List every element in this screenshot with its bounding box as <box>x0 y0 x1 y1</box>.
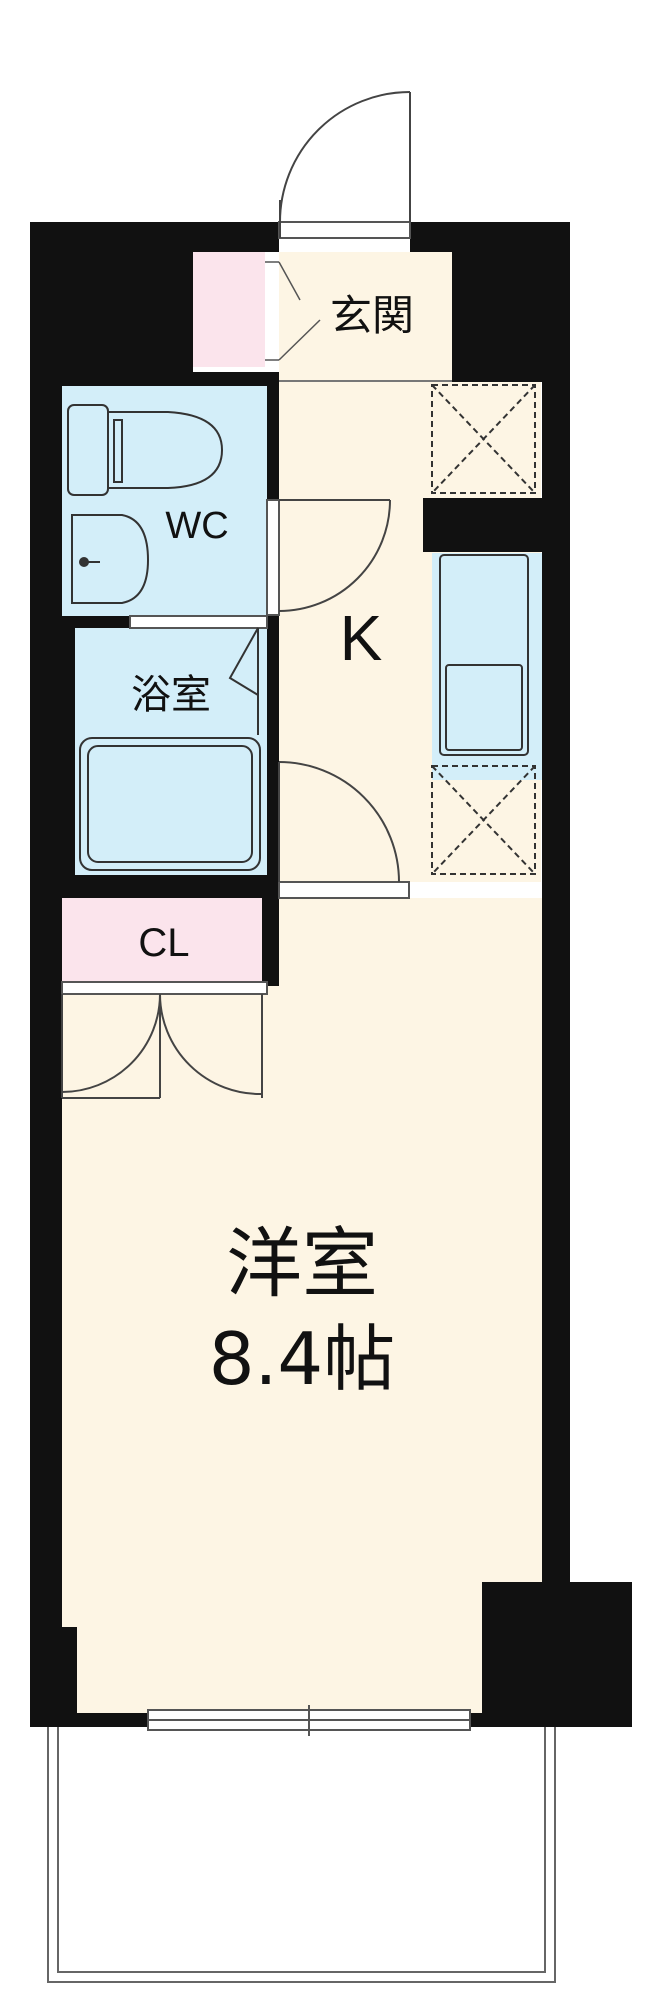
wall-bottom <box>30 1713 148 1727</box>
western-room-door-opening <box>278 881 410 899</box>
fridge-space-lower <box>431 765 536 875</box>
closet-label: CL <box>138 921 189 965</box>
wall-right-entrance-block <box>452 252 542 382</box>
entrance-floor <box>279 252 452 382</box>
column-bottom-left <box>62 1627 77 1713</box>
western-room-label: 洋室 <box>226 1219 378 1308</box>
kitchen-label: K <box>340 602 383 674</box>
kitchen-fixtures <box>431 384 536 875</box>
entrance-threshold <box>278 221 411 239</box>
western-room-size: 8.4帖 <box>209 1317 396 1401</box>
wall-kitchen-notch <box>423 498 542 552</box>
window <box>147 1705 471 1736</box>
toilet-bowl <box>107 411 224 489</box>
storage-door-swing <box>278 261 321 361</box>
toilet-label: WC <box>165 505 228 547</box>
shoe-storage <box>193 252 265 367</box>
wall-upper-left-block <box>30 222 193 372</box>
western-room-floor <box>62 898 542 1713</box>
wall-wc-divider <box>62 372 279 386</box>
wall-closet-right <box>262 898 279 986</box>
entrance-door[interactable] <box>279 91 411 238</box>
shoe-storage-door <box>265 261 279 361</box>
wall-left <box>30 222 62 1727</box>
fridge-space-upper <box>431 384 536 494</box>
toilet-fixtures <box>67 404 224 604</box>
wall-wet-core <box>267 382 279 898</box>
toilet-floor <box>62 386 267 616</box>
floor-fills <box>62 252 542 1713</box>
wc-door[interactable] <box>278 499 391 612</box>
bath-door-opening <box>129 615 268 629</box>
wash-basin <box>71 514 150 604</box>
closet-doors[interactable] <box>61 993 263 1099</box>
entrance-label: 玄関 <box>330 291 414 340</box>
closet-opening <box>61 981 268 995</box>
wall-bath-left <box>62 616 75 886</box>
wc-door-opening <box>266 499 280 616</box>
toilet-flush <box>113 419 123 483</box>
kitchen-sink <box>439 554 529 756</box>
bathroom-fixtures <box>79 627 261 871</box>
openings <box>61 221 411 995</box>
column-bottom-right <box>482 1582 632 1727</box>
kitchen-counter <box>432 553 542 780</box>
bathroom-label: 浴室 <box>131 672 211 718</box>
walls <box>30 222 632 1727</box>
wall-right <box>542 222 570 1582</box>
wall-bath-bottom <box>62 875 279 898</box>
room-door[interactable] <box>278 761 400 883</box>
bathtub <box>79 737 261 871</box>
closet-floor <box>62 898 267 982</box>
balcony <box>47 1727 556 1983</box>
